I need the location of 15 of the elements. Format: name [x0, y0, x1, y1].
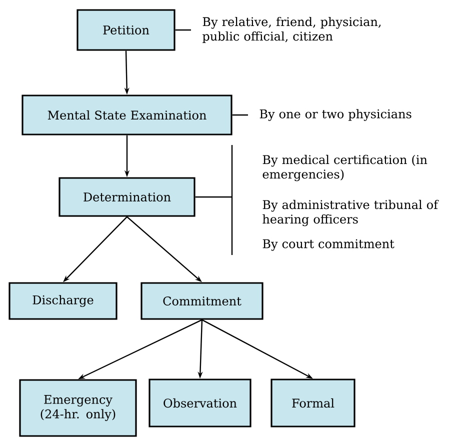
note-text: By one or two physicians [260, 109, 412, 121]
process-box: Observation [148, 378, 252, 428]
connector-line [175, 29, 191, 31]
process-box: Discharge [8, 282, 118, 320]
note-text: By medical certification (in emergencies) [262, 154, 428, 182]
process-box: Emergency (24-hr. only) [19, 379, 137, 437]
process-box: Petition [76, 9, 176, 51]
process-box: Mental State Examination [22, 94, 232, 136]
note-text: By relative, friend, physician, public official, citizen [202, 16, 381, 44]
process-box: Commitment [140, 282, 264, 320]
process-box: Formal [270, 378, 356, 428]
note-text: By administrative tribunal of hearing officers [262, 200, 439, 226]
connector-line [232, 114, 248, 116]
note-text: By court commitment [262, 239, 394, 251]
process-box: Determination [58, 177, 196, 217]
